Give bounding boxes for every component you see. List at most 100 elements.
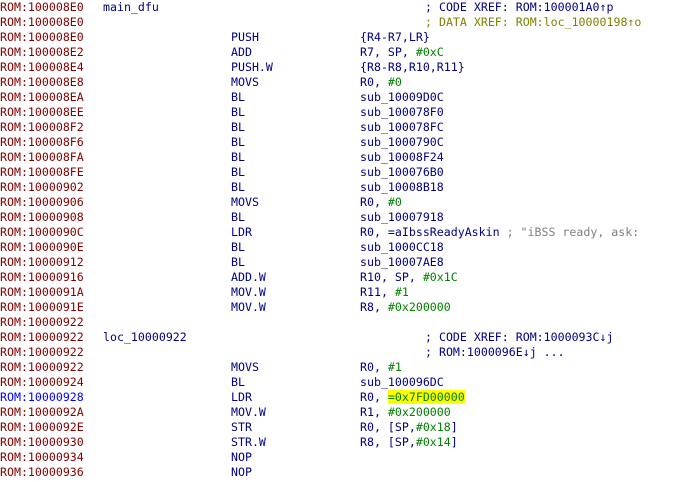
mnemonic[interactable]: BL: [231, 180, 245, 194]
listing-line[interactable]: ROM:10000922: [0, 315, 674, 330]
listing-line[interactable]: ROM:10000936 NOP: [0, 465, 674, 480]
mnemonic[interactable]: BL: [231, 90, 245, 104]
operands[interactable]: R0, =0x7FD00000: [360, 390, 465, 405]
mnemonic[interactable]: BL: [231, 375, 245, 389]
listing-line[interactable]: ROM:100008F2 BL sub_100078FC: [0, 120, 674, 135]
mnemonic[interactable]: MOV.W: [231, 285, 266, 299]
operands[interactable]: R0, #1: [360, 360, 402, 375]
address[interactable]: ROM:10000930: [0, 435, 84, 449]
address[interactable]: ROM:10000922: [0, 330, 84, 344]
address[interactable]: ROM:1000092E: [0, 420, 84, 434]
address[interactable]: ROM:10000922: [0, 360, 84, 374]
address[interactable]: ROM:10000916: [0, 270, 84, 284]
mnemonic[interactable]: BL: [231, 120, 245, 134]
operands[interactable]: R11, #1: [360, 285, 409, 300]
mnemonic[interactable]: LDR: [231, 390, 252, 404]
mnemonic[interactable]: NOP: [231, 465, 252, 479]
address[interactable]: ROM:10000906: [0, 195, 84, 209]
mnemonic[interactable]: BL: [231, 135, 245, 149]
listing-line[interactable]: ROM:1000092E STR R0, [SP,#0x18]: [0, 420, 674, 435]
operands[interactable]: sub_1000790C: [360, 135, 444, 150]
mnemonic[interactable]: BL: [231, 210, 245, 224]
address[interactable]: ROM:10000912: [0, 255, 84, 269]
address[interactable]: ROM:10000924: [0, 375, 84, 389]
listing-line[interactable]: ROM:100008E0 main_dfu ; CODE XREF: ROM:100…: [0, 0, 674, 15]
mnemonic[interactable]: MOVS: [231, 360, 259, 374]
listing-line[interactable]: ROM:1000092A MOV.W R1, #0x200000: [0, 405, 674, 420]
operands[interactable]: sub_10008F24: [360, 150, 444, 165]
address[interactable]: ROM:100008F2: [0, 120, 84, 134]
operands[interactable]: R8, [SP,#0x14]: [360, 435, 458, 450]
mnemonic[interactable]: BL: [231, 255, 245, 269]
address[interactable]: ROM:100008EA: [0, 90, 84, 104]
address[interactable]: ROM:10000922: [0, 315, 84, 329]
address[interactable]: ROM:1000090E: [0, 240, 84, 254]
address[interactable]: ROM:100008E0: [0, 0, 84, 14]
address[interactable]: ROM:100008E0: [0, 15, 84, 29]
operands[interactable]: sub_100078FC: [360, 120, 444, 135]
mnemonic[interactable]: STR.W: [231, 435, 266, 449]
listing-line[interactable]: ROM:100008EA BL sub_10009D0C: [0, 90, 674, 105]
address[interactable]: ROM:100008E2: [0, 45, 84, 59]
address[interactable]: ROM:1000091E: [0, 300, 84, 314]
listing-line[interactable]: ROM:100008E8 MOVS R0, #0: [0, 75, 674, 90]
operands[interactable]: R0, #0: [360, 195, 402, 210]
mnemonic[interactable]: MOVS: [231, 75, 259, 89]
listing-line[interactable]: ROM:1000091A MOV.W R11, #1: [0, 285, 674, 300]
address[interactable]: ROM:1000091A: [0, 285, 84, 299]
listing-line[interactable]: ROM:10000922; ROM:1000096E↓j ...: [0, 345, 674, 360]
code-xref-comment[interactable]: ; CODE XREF: ROM:1000093C↓j: [425, 330, 614, 344]
address[interactable]: ROM:100008E4: [0, 60, 84, 74]
mnemonic[interactable]: STR: [231, 420, 252, 434]
operands[interactable]: {R4-R7,LR}: [360, 30, 430, 45]
operands[interactable]: R0, [SP,#0x18]: [360, 420, 458, 435]
address[interactable]: ROM:100008EE: [0, 105, 84, 119]
operands[interactable]: sub_10007AE8: [360, 255, 444, 270]
listing-line[interactable]: ROM:10000906 MOVS R0, #0: [0, 195, 674, 210]
operands[interactable]: sub_10009D0C: [360, 90, 444, 105]
operands[interactable]: sub_100078F0: [360, 105, 444, 120]
address[interactable]: ROM:1000092A: [0, 405, 84, 419]
code-xref-comment[interactable]: ; CODE XREF: ROM:100001A0↑p: [425, 0, 614, 14]
operands[interactable]: sub_10007918: [360, 210, 444, 225]
address[interactable]: ROM:100008FE: [0, 165, 84, 179]
operands[interactable]: R0, #0: [360, 75, 402, 90]
operands[interactable]: R1, #0x200000: [360, 405, 451, 420]
operands[interactable]: {R8-R8,R10,R11}: [360, 60, 465, 75]
data-xref-comment[interactable]: ; DATA XREF: ROM:loc_10000198↑o: [425, 15, 642, 29]
address[interactable]: ROM:100008E0: [0, 30, 84, 44]
address[interactable]: ROM:100008FA: [0, 150, 84, 164]
operands[interactable]: R8, #0x200000: [360, 300, 451, 315]
code-label[interactable]: main_dfu: [103, 0, 159, 14]
operands[interactable]: R0, =aIbssReadyAskin ; "iBSS ready, ask:: [360, 225, 639, 240]
listing-line-current[interactable]: ROM:10000928 LDR R0, =0x7FD00000: [0, 390, 674, 405]
address[interactable]: ROM:10000936: [0, 465, 84, 479]
mnemonic[interactable]: NOP: [231, 450, 252, 464]
listing-line[interactable]: ROM:10000922 MOVS R0, #1: [0, 360, 674, 375]
address[interactable]: ROM:10000928: [0, 390, 84, 404]
mnemonic[interactable]: MOVS: [231, 195, 259, 209]
address[interactable]: ROM:10000902: [0, 180, 84, 194]
immediate-value[interactable]: =0x7FD00000: [387, 390, 465, 404]
operands[interactable]: sub_100076B0: [360, 165, 444, 180]
mnemonic[interactable]: MOV.W: [231, 405, 266, 419]
address[interactable]: ROM:100008E8: [0, 75, 84, 89]
mnemonic[interactable]: ADD.W: [231, 270, 266, 284]
